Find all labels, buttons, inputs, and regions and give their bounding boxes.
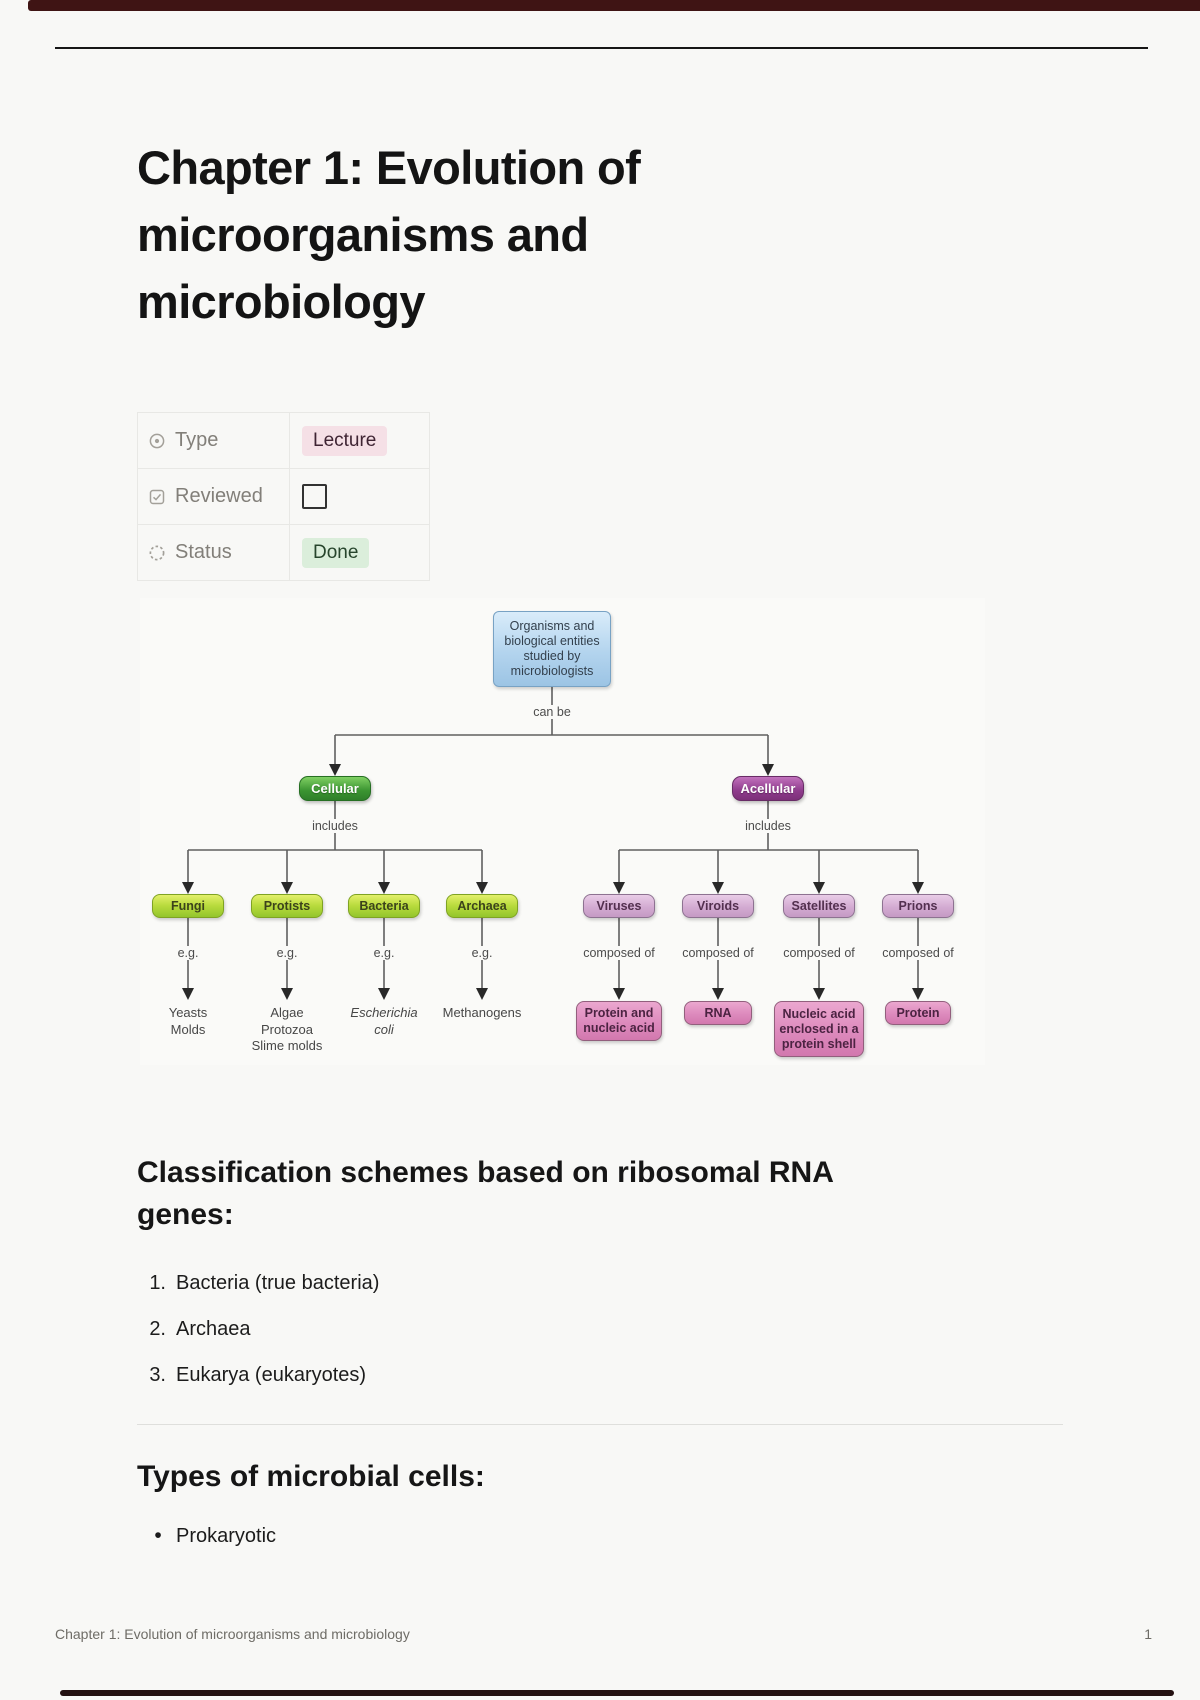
diagram-edge-can-be: can be [529,705,575,719]
bullet-list: • Prokaryotic [140,1524,276,1548]
diagram-node-fungi: Fungi [152,894,224,918]
diagram-edge-eg-1: e.g. [173,946,203,960]
diagram-edge-eg-4: e.g. [467,946,497,960]
type-badge: Lecture [302,425,388,456]
list-text: Eukarya (eukaryotes) [176,1364,367,1386]
diagram-node-root: Organisms and biological entities studie… [493,611,611,687]
footer-title: Chapter 1: Evolution of microorganisms a… [55,1626,410,1642]
diagram-edge-composed-1: composed of [579,946,659,960]
diagram-edge-composed-4: composed of [878,946,958,960]
list-number: 1. [149,1272,166,1294]
page-title: Chapter 1: Evolution of microorganisms a… [137,141,641,328]
heading-classification: Classification schemes based on ribosoma… [137,1156,833,1231]
diagram-node-protists: Protists [251,894,323,918]
list-item: 1. Bacteria (true bacteria) [140,1272,379,1295]
diagram-node-bacteria: Bacteria [348,894,420,918]
status-badge: Done [302,537,370,568]
concept-map-figure: Organisms and biological entities studie… [140,598,985,1065]
property-label: Type [175,429,219,451]
bullet-marker: • [154,1524,162,1547]
select-icon [148,432,166,450]
diagram-node-viroids: Viroids [682,894,754,918]
header-rule [55,47,1148,49]
diagram-node-cellular: Cellular [299,776,371,801]
property-row-reviewed: Reviewed [138,469,429,525]
diagram-edge-includes-right: includes [741,819,795,833]
diagram-node-viruses: Viruses [583,894,655,918]
list-item: 2. Archaea [140,1318,379,1341]
numbered-list: 1. Bacteria (true bacteria) 2. Archaea 3… [140,1272,379,1410]
property-label: Reviewed [175,485,263,507]
properties-table: Type Lecture Reviewed Status [137,412,430,581]
top-edge-bar [28,0,1200,11]
diagram-node-protein: Protein [885,1001,951,1025]
diagram-example-bacteria: Escherichia coli [350,1005,418,1037]
list-item: 3. Eukarya (eukaryotes) [140,1364,379,1387]
heading-cell-types: Types of microbial cells: [137,1460,485,1493]
diagram-node-satellites: Satellites [783,894,855,918]
diagram-example-protists: Algae Protozoa Slime molds [251,1005,323,1053]
diagram-node-archaea: Archaea [446,894,518,918]
section-divider [137,1424,1063,1425]
property-row-type: Type Lecture [138,413,429,469]
diagram-edge-composed-2: composed of [678,946,758,960]
list-text: Bacteria (true bacteria) [176,1272,380,1294]
status-icon [148,544,166,562]
list-text: Prokaryotic [176,1524,277,1547]
diagram-node-acellular: Acellular [732,776,804,801]
property-row-status: Status Done [138,525,429,581]
list-item: • Prokaryotic [140,1524,276,1548]
diagram-node-rna: RNA [684,1001,752,1025]
diagram-edge-composed-3: composed of [779,946,859,960]
list-number: 2. [149,1318,166,1340]
diagram-node-protein-nucleic-acid: Protein and nucleic acid [576,1001,662,1041]
reviewed-checkbox[interactable] [302,484,327,509]
diagram-example-archaea: Methanogens [442,1005,522,1020]
diagram-example-fungi: Yeasts Molds [168,1005,208,1037]
bottom-edge-bar [60,1690,1174,1696]
diagram-edge-includes-left: includes [308,819,362,833]
footer-page-number: 1 [1144,1626,1152,1642]
list-number: 3. [149,1364,166,1386]
checkbox-icon [148,488,166,506]
diagram-node-nucleic-acid-shell: Nucleic acid enclosed in a protein shell [774,1001,864,1057]
diagram-edge-eg-2: e.g. [272,946,302,960]
page-footer: Chapter 1: Evolution of microorganisms a… [55,1626,1152,1642]
diagram-edge-eg-3: e.g. [369,946,399,960]
property-label: Status [175,541,232,563]
diagram-node-prions: Prions [882,894,954,918]
list-text: Archaea [176,1318,251,1340]
